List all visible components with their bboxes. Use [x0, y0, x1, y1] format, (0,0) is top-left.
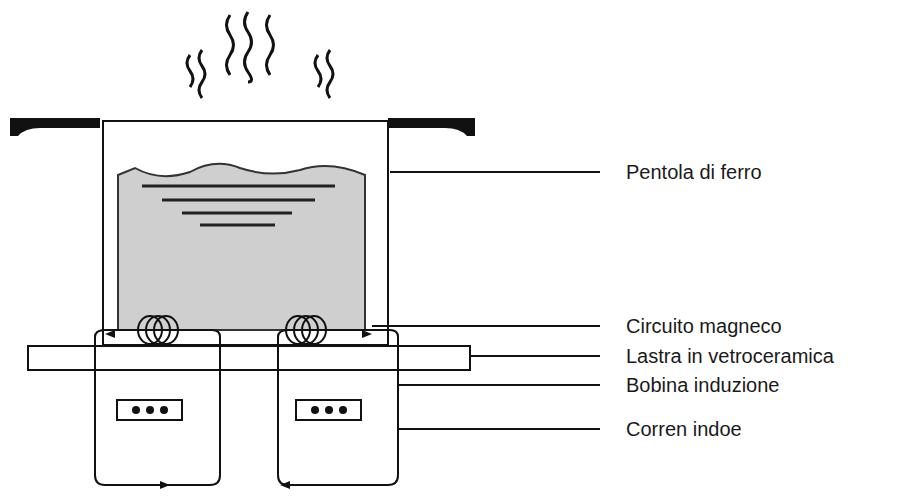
- coil-dots: [132, 406, 347, 414]
- pot: [10, 118, 475, 345]
- part-label: Corren indoe: [626, 418, 742, 440]
- part-label: Circuito magneco: [626, 315, 782, 337]
- leader-lines: [372, 172, 600, 429]
- current-arrows: [105, 330, 372, 489]
- part-label: Pentola di ferro: [626, 161, 762, 183]
- part-label: Lastra in vetroceramica: [626, 345, 834, 367]
- part-label: Bobina induzione: [626, 374, 779, 396]
- induction-coils: [95, 316, 398, 485]
- steam-lines: [187, 12, 333, 98]
